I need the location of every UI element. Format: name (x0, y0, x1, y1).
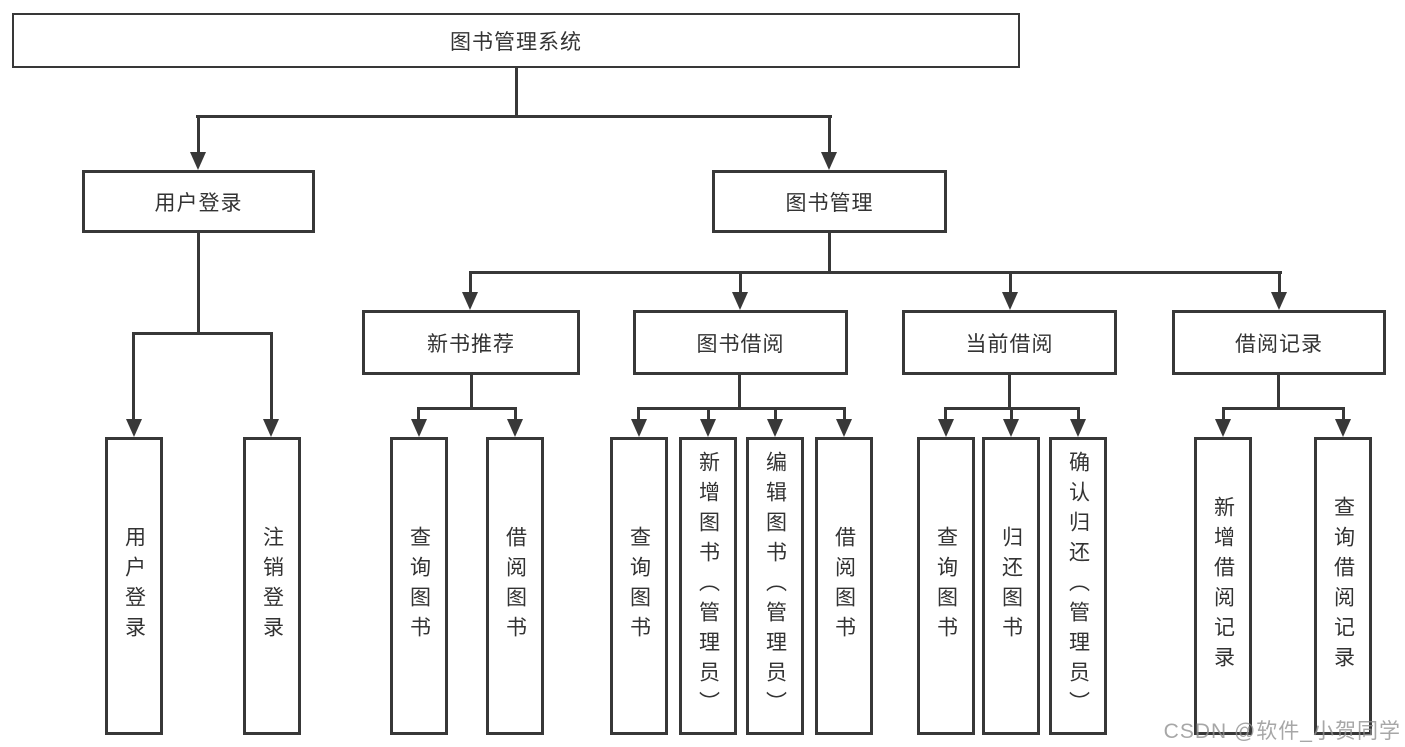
leaf-return-books: 归还图书 (982, 437, 1040, 735)
connector-line (739, 271, 742, 294)
connector-line (197, 115, 200, 154)
arrowhead-down-icon (1070, 419, 1086, 437)
connector-line (1010, 407, 1013, 421)
leaf-search-books-recommend: 查询图书 (390, 437, 448, 735)
leaf-label: 归还图书 (999, 526, 1023, 646)
arrowhead-down-icon (767, 419, 783, 437)
connector-line (738, 375, 741, 410)
node-label: 图书管理系统 (450, 30, 582, 54)
leaf-label: 新增图书（管理员） (696, 451, 720, 721)
node-label: 新书推荐 (427, 332, 515, 356)
leaf-label: 用户登录 (122, 526, 146, 646)
connector-line (1008, 375, 1011, 410)
node-book-borrowing: 图书借阅 (633, 310, 848, 375)
connector-line (514, 407, 517, 421)
connector-line (944, 407, 947, 421)
node-new-book-recommendation: 新书推荐 (362, 310, 580, 375)
connector-line (196, 115, 832, 118)
leaf-edit-book-admin: 编辑图书（管理员） (746, 437, 804, 735)
arrowhead-down-icon (938, 419, 954, 437)
connector-line (1222, 407, 1225, 421)
node-label: 图书借阅 (696, 332, 785, 356)
connector-line (1278, 271, 1281, 294)
leaf-search-books-current: 查询图书 (917, 437, 975, 735)
connector-line (469, 271, 1282, 274)
leaf-search-books-borrowing: 查询图书 (610, 437, 668, 735)
leaf-label: 查询借阅记录 (1331, 496, 1355, 676)
arrowhead-down-icon (190, 152, 206, 170)
connector-line (1077, 407, 1080, 421)
connector-line (270, 332, 273, 421)
arrowhead-down-icon (700, 419, 716, 437)
node-library-management-system: 图书管理系统 (12, 13, 1020, 68)
leaf-borrow-books: 借阅图书 (815, 437, 873, 735)
connector-line (637, 407, 640, 421)
arrowhead-down-icon (411, 419, 427, 437)
arrowhead-down-icon (732, 292, 748, 310)
connector-line (515, 68, 518, 118)
leaf-label: 查询图书 (627, 526, 651, 646)
arrowhead-down-icon (263, 419, 279, 437)
connector-line (774, 407, 777, 421)
node-book-management: 图书管理 (712, 170, 947, 233)
connector-line (637, 407, 845, 410)
leaf-logout: 注销登录 (243, 437, 301, 735)
connector-line (132, 332, 272, 335)
leaf-confirm-return-admin: 确认归还（管理员） (1049, 437, 1107, 735)
connector-line (1342, 407, 1345, 421)
arrowhead-down-icon (631, 419, 647, 437)
arrowhead-down-icon (1271, 292, 1287, 310)
leaf-label: 查询图书 (934, 526, 958, 646)
leaf-label: 新增借阅记录 (1211, 496, 1235, 676)
leaf-user-login: 用户登录 (105, 437, 163, 735)
arrowhead-down-icon (836, 419, 852, 437)
connector-line (707, 407, 710, 421)
connector-line (417, 407, 420, 421)
arrowhead-down-icon (462, 292, 478, 310)
leaf-label: 借阅图书 (503, 526, 527, 646)
connector-line (417, 407, 517, 410)
connector-line (1277, 375, 1280, 410)
node-current-borrowing: 当前借阅 (902, 310, 1117, 375)
arrowhead-down-icon (507, 419, 523, 437)
leaf-label: 注销登录 (260, 526, 284, 646)
node-label: 借阅记录 (1235, 332, 1323, 356)
arrowhead-down-icon (126, 419, 142, 437)
arrowhead-down-icon (1335, 419, 1351, 437)
connector-line (197, 233, 200, 334)
connector-line (828, 233, 831, 274)
node-user-login: 用户登录 (82, 170, 315, 233)
leaf-search-borrow-record: 查询借阅记录 (1314, 437, 1372, 735)
arrowhead-down-icon (1003, 419, 1019, 437)
leaf-add-book-admin: 新增图书（管理员） (679, 437, 737, 735)
connector-line (470, 375, 473, 410)
arrowhead-down-icon (1215, 419, 1231, 437)
node-label: 用户登录 (154, 191, 243, 215)
node-borrowing-records: 借阅记录 (1172, 310, 1386, 375)
connector-line (1222, 407, 1344, 410)
arrowhead-down-icon (821, 152, 837, 170)
connector-line (1009, 271, 1012, 294)
leaf-label: 查询图书 (407, 526, 431, 646)
leaf-label: 编辑图书（管理员） (763, 451, 787, 721)
connector-line (828, 115, 831, 154)
leaf-label: 借阅图书 (832, 526, 856, 646)
node-label: 当前借阅 (965, 332, 1054, 356)
leaf-borrow-books-recommend: 借阅图书 (486, 437, 544, 735)
connector-line (132, 332, 135, 421)
leaf-label: 确认归还（管理员） (1066, 451, 1090, 721)
connector-line (469, 271, 472, 294)
arrowhead-down-icon (1002, 292, 1018, 310)
leaf-add-borrow-record: 新增借阅记录 (1194, 437, 1252, 735)
connector-line (843, 407, 846, 421)
node-label: 图书管理 (785, 191, 874, 215)
